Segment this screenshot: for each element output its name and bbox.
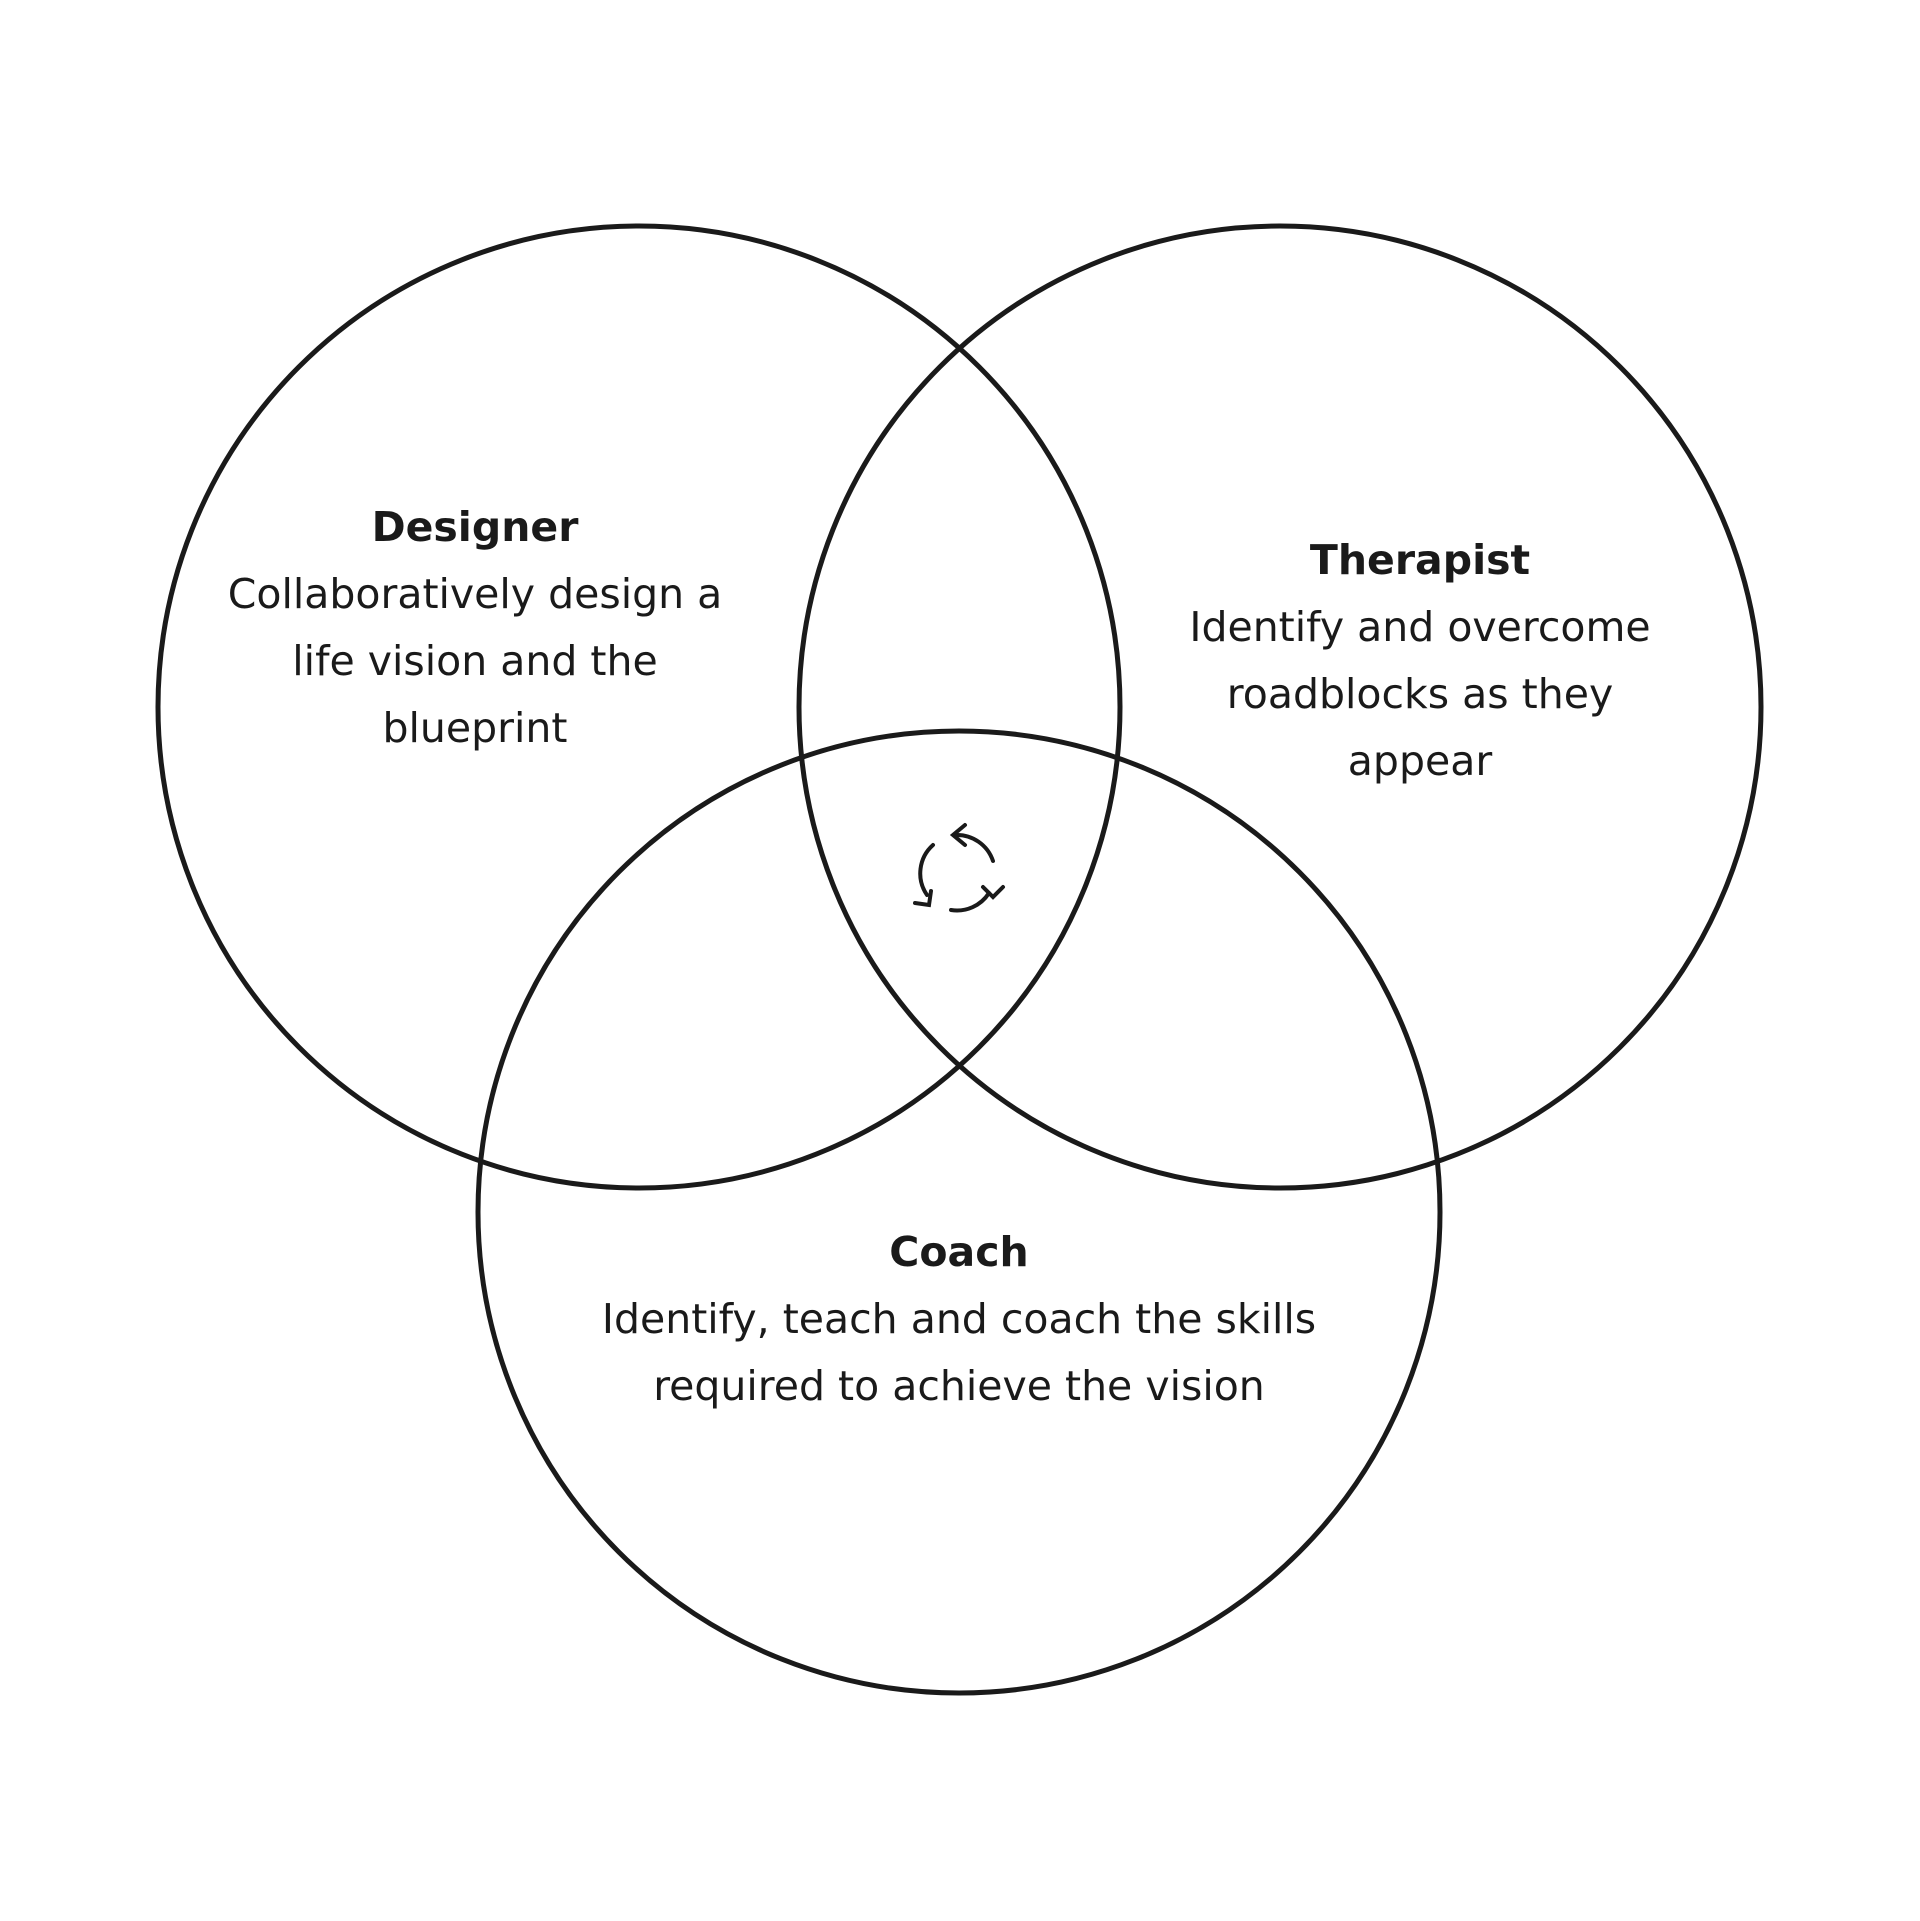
coach-title: Coach [889, 1228, 1029, 1276]
coach-line: required to achieve the vision [653, 1362, 1265, 1410]
designer-line: blueprint [382, 704, 568, 752]
therapist-line: Identify and overcome [1189, 603, 1651, 651]
therapist-label: Therapist Identify and overcome roadbloc… [1189, 527, 1650, 795]
designer-circle [155, 223, 1123, 1191]
cycle-arrows-icon [913, 823, 1005, 913]
therapist-line: appear [1347, 737, 1493, 785]
coach-label: Coach Identify, teach and coach the skil… [602, 1219, 1316, 1420]
designer-line: Collaboratively design a [227, 570, 723, 618]
designer-title: Designer [371, 503, 579, 551]
coach-line: Identify, teach and coach the skills [601, 1295, 1317, 1343]
designer-line: life vision and the [292, 637, 658, 685]
coach-circle [475, 728, 1443, 1696]
designer-label: Designer Collaboratively design a life v… [228, 494, 723, 762]
therapist-title: Therapist [1309, 536, 1531, 584]
therapist-line: roadblocks as they [1226, 670, 1614, 718]
therapist-circle [796, 223, 1764, 1191]
